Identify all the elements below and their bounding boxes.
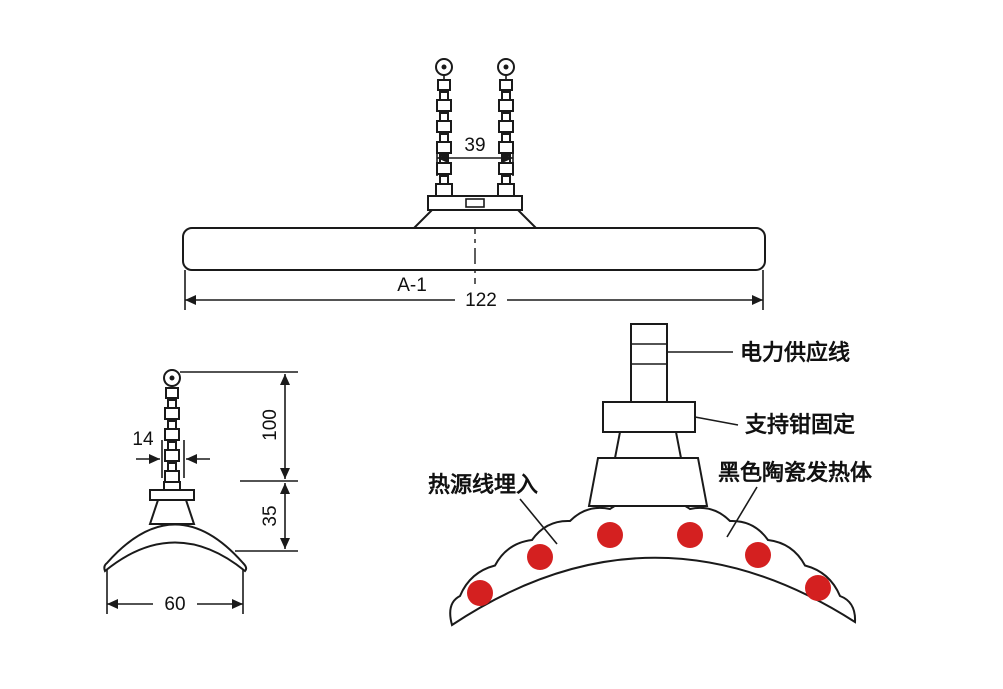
- heater-body-side: [103, 523, 248, 573]
- clamp-base: [587, 457, 709, 507]
- section-view: 电力供应线 支持钳固定 黑色陶瓷发热体 热源线埋入: [428, 323, 873, 627]
- label-heat-wire-embedded: 热源线埋入: [428, 472, 538, 497]
- side-terminal-chain: [163, 369, 181, 483]
- power-stem: [630, 323, 668, 403]
- dim-39-label: 39: [464, 135, 485, 156]
- mounting-bracket-front: [411, 183, 539, 229]
- clamp-neck: [613, 431, 683, 459]
- support-clamp-assembly: [587, 323, 709, 507]
- model-label: A-1: [397, 275, 427, 296]
- leader-heat-wire: [519, 498, 558, 545]
- label-support-clamp: 支持钳固定: [745, 412, 855, 437]
- leader-support-clamp: [694, 416, 739, 426]
- ceramic-heater-arch: [449, 499, 857, 627]
- dimension-terminal-spacing: 39: [436, 135, 514, 176]
- heat-wire-dot: [677, 522, 703, 548]
- right-terminal-chain: [497, 58, 515, 185]
- dim-35-label: 35: [260, 505, 281, 526]
- dim-14-label: 14: [132, 429, 154, 450]
- clamp-flange: [602, 401, 696, 433]
- heat-wire-dot: [467, 580, 493, 606]
- dimension-heights: 100 35: [180, 371, 298, 552]
- dim-122-label: 122: [465, 290, 497, 311]
- dim-100-label: 100: [260, 409, 281, 441]
- dimension-chain-width: 14: [132, 429, 210, 478]
- front-view: 39 A-1 122: [182, 58, 766, 311]
- heat-wire-dot: [597, 522, 623, 548]
- dimension-body-width: 60: [106, 570, 244, 615]
- heat-wire-dot: [745, 542, 771, 568]
- side-bracket: [148, 481, 196, 525]
- label-black-ceramic-heater: 黑色陶瓷发热体: [718, 460, 873, 485]
- side-view: 14 100 35 60: [103, 369, 298, 615]
- label-power-supply-line: 电力供应线: [740, 340, 850, 365]
- dimension-overall-width: A-1 122: [184, 270, 764, 311]
- leader-ceramic-heater: [726, 486, 758, 538]
- heater-body-front: [182, 227, 766, 271]
- dim-60-label: 60: [164, 594, 185, 615]
- heating-wire-dots: [467, 522, 831, 606]
- heat-wire-dot: [805, 575, 831, 601]
- heat-wire-dot: [527, 544, 553, 570]
- left-terminal-chain: [435, 58, 453, 185]
